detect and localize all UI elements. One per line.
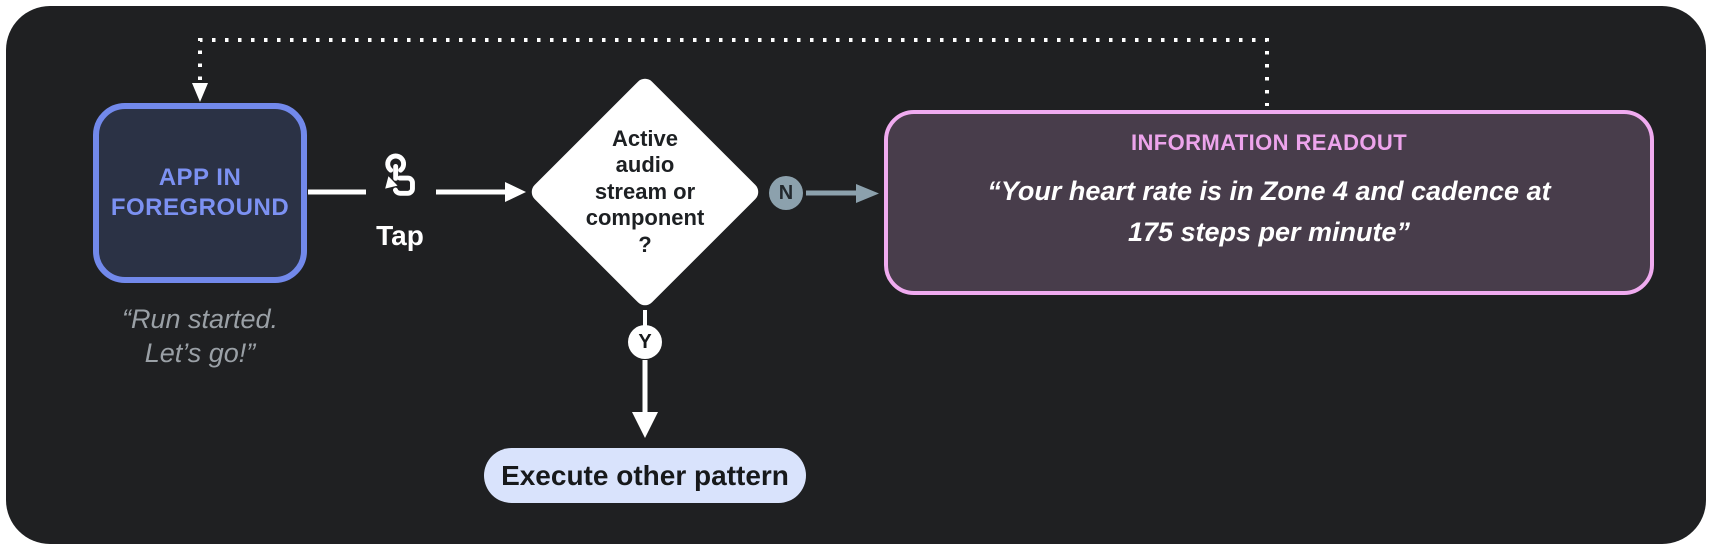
execute-label: Execute other pattern bbox=[501, 459, 789, 491]
information-readout-node: INFORMATION READOUT “Your heart rate is … bbox=[884, 110, 1654, 295]
decision-line5: ? bbox=[638, 231, 652, 257]
readout-quote-line2: 175 steps per minute” bbox=[1127, 216, 1411, 247]
app-in-foreground-node: APP IN FOREGROUND bbox=[93, 103, 307, 283]
tap-gesture-icon bbox=[370, 148, 426, 204]
app-speech-line2: Let’s go!” bbox=[144, 337, 256, 368]
readout-quote-line1: “Your heart rate is in Zone 4 and cadenc… bbox=[987, 176, 1551, 206]
decision-question: Active audio stream or component ? bbox=[555, 126, 735, 258]
decision-line3: stream or bbox=[594, 178, 696, 204]
app-node-label-line1: APP IN bbox=[158, 164, 242, 191]
no-branch-badge: N bbox=[769, 176, 803, 210]
app-speech-quote: “Run started. Let’s go!” bbox=[60, 303, 340, 371]
app-node-label-line2: FOREGROUND bbox=[110, 194, 290, 221]
readout-title: INFORMATION READOUT bbox=[1130, 130, 1408, 155]
readout-quote: “Your heart rate is in Zone 4 and cadenc… bbox=[888, 171, 1650, 252]
tap-label: Tap bbox=[376, 220, 424, 251]
decision-line4: component bbox=[585, 205, 705, 231]
decision-line2: audio bbox=[615, 152, 675, 178]
decision-line1: Active bbox=[611, 126, 679, 151]
execute-other-pattern-node: Execute other pattern bbox=[484, 448, 806, 503]
app-speech-line1: “Run started. bbox=[121, 304, 279, 334]
yes-branch-badge: Y bbox=[628, 325, 662, 359]
